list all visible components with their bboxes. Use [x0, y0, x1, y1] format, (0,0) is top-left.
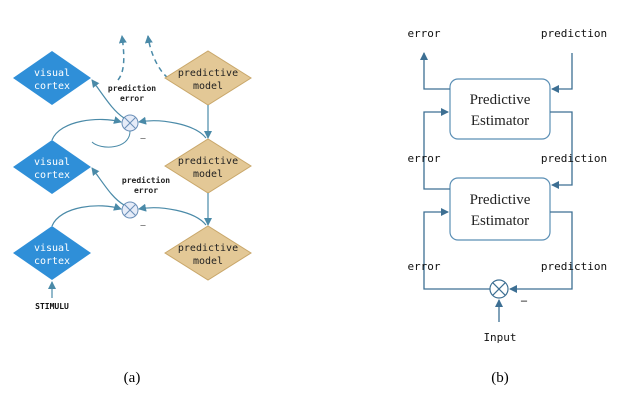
caption-a: (a) [124, 370, 141, 386]
dashed-arrow-right [144, 35, 169, 79]
caption-b: (b) [491, 370, 509, 386]
predictive-model-node-middle: predictive model [164, 138, 252, 194]
predictive-model-line2: model [193, 169, 223, 180]
middle-error-label: error [407, 152, 440, 165]
comparator-input [489, 279, 509, 299]
visual-cortex-line1: visual [34, 243, 70, 254]
prediction-error-label-upper-line2: error [120, 94, 144, 103]
visual-cortex-node-top: visual cortex [13, 51, 91, 105]
minus-sign-upper: – [140, 133, 147, 144]
stimulus-label: STIMULU [35, 302, 69, 311]
bottom-prediction-label: prediction [541, 260, 607, 273]
predictive-model-node-top: predictive model [164, 50, 252, 106]
dashed-arrow-left [117, 35, 127, 81]
predictive-model-line2: model [193, 256, 223, 267]
visual-cortex-node-bottom: visual cortex [13, 226, 91, 280]
visual-cortex-line1: visual [34, 157, 70, 168]
top-prediction-label: prediction [541, 27, 607, 40]
panel-a: visual cortex visual cortex visual corte… [13, 35, 252, 386]
bottom-error-label: error [407, 260, 440, 273]
visual-cortex-node-middle: visual cortex [13, 140, 91, 194]
predictive-model-line1: predictive [178, 243, 238, 254]
prediction-error-label-upper-line1: prediction [108, 83, 156, 93]
top-error-label: error [407, 27, 440, 40]
predictive-estimator-bottom: Predictive Estimator [449, 177, 551, 241]
visual-cortex-line2: cortex [34, 81, 70, 92]
minus-sign-lower: – [140, 220, 147, 231]
estimator-label-line1: Predictive [470, 192, 531, 208]
predictive-model-line2: model [193, 81, 223, 92]
predictive-model-line1: predictive [178, 156, 238, 167]
estimator-label-line2: Estimator [471, 113, 529, 129]
panel-b-connectors [420, 52, 573, 322]
predictive-estimator-top: Predictive Estimator [449, 78, 551, 140]
middle-prediction-label: prediction [541, 152, 607, 165]
predictive-model-line1: predictive [178, 68, 238, 79]
comparator-upper [121, 114, 139, 132]
visual-cortex-line1: visual [34, 68, 70, 79]
minus-sign-input: – [520, 293, 528, 307]
prediction-error-label-lower-line2: error [134, 186, 158, 195]
input-label: Input [483, 331, 516, 344]
predictive-model-node-bottom: predictive model [164, 225, 252, 281]
comparator-lower [121, 201, 139, 219]
visual-cortex-line2: cortex [34, 170, 70, 181]
estimator-label-line2: Estimator [471, 213, 529, 229]
prediction-error-label-lower-line1: prediction [122, 175, 170, 185]
estimator-label-line1: Predictive [470, 92, 531, 108]
visual-cortex-line2: cortex [34, 256, 70, 267]
panel-a-connectors [48, 79, 212, 298]
panel-b: Predictive Estimator Predictive Estimato… [407, 27, 607, 386]
